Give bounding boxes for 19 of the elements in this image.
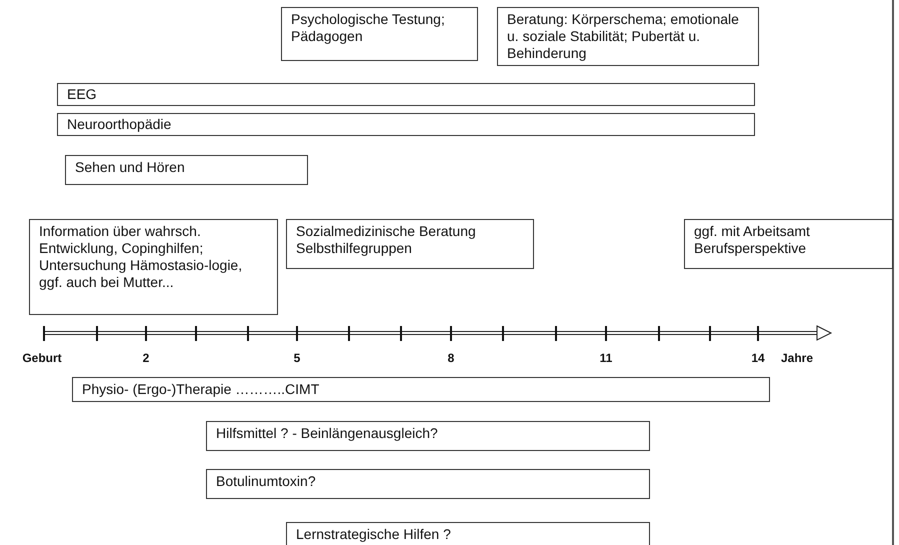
timeline-box: Psychologische Testung; Pädagogen	[281, 7, 478, 61]
timeline-box: Lernstrategische Hilfen ?	[286, 522, 650, 545]
tick-label: 8	[448, 351, 454, 365]
axis-label: Geburt	[22, 351, 62, 365]
timeline-box: Physio- (Ergo-)Therapie ………..CIMT	[72, 377, 770, 402]
tick-label: 11	[600, 351, 612, 365]
tick-label: 14	[751, 351, 765, 365]
timeline-box: Beratung: Körperschema; emotionale u. soziale Stabilität; Pubertät u. Behinderung	[497, 7, 759, 66]
tick-label: 5	[294, 351, 300, 365]
timeline-box: Neuroorthopädie	[57, 113, 755, 136]
axis-label: Jahre	[780, 351, 814, 365]
timeline-box: Information über wahrsch. Entwicklung, Copinghilfen; Untersuchung Hämostasio-logie, ggf. auch bei Mutter...	[29, 219, 278, 315]
timeline-box: Botulinumtoxin?	[206, 469, 650, 499]
timeline-box: Sehen und Hören	[65, 155, 308, 185]
timeline-box: Hilfsmittel ? - Beinlängenausgleich?	[206, 421, 650, 451]
timeline-box: ggf. mit Arbeitsamt Berufsperspektive	[684, 219, 893, 269]
tick-label: 2	[142, 351, 150, 365]
timeline-box: EEG	[57, 83, 755, 106]
timeline-box: Sozialmedizinische Beratung Selbsthilfegruppen	[286, 219, 534, 269]
